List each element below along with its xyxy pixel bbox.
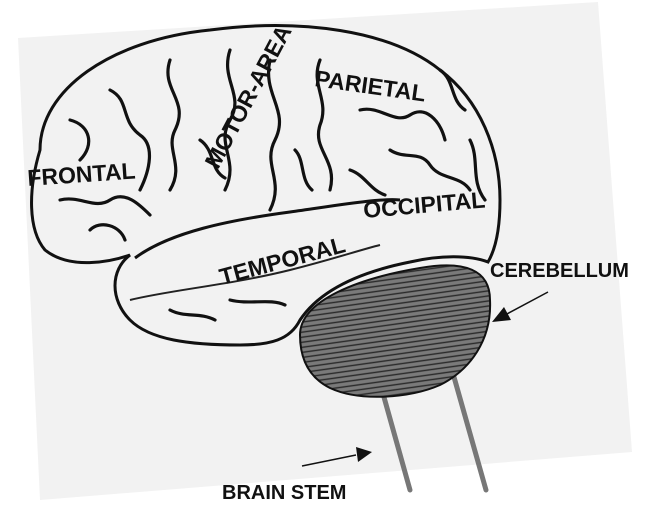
label-cerebellum: CEREBELLUM: [490, 260, 629, 282]
label-brain-stem: BRAIN STEM: [222, 482, 346, 504]
